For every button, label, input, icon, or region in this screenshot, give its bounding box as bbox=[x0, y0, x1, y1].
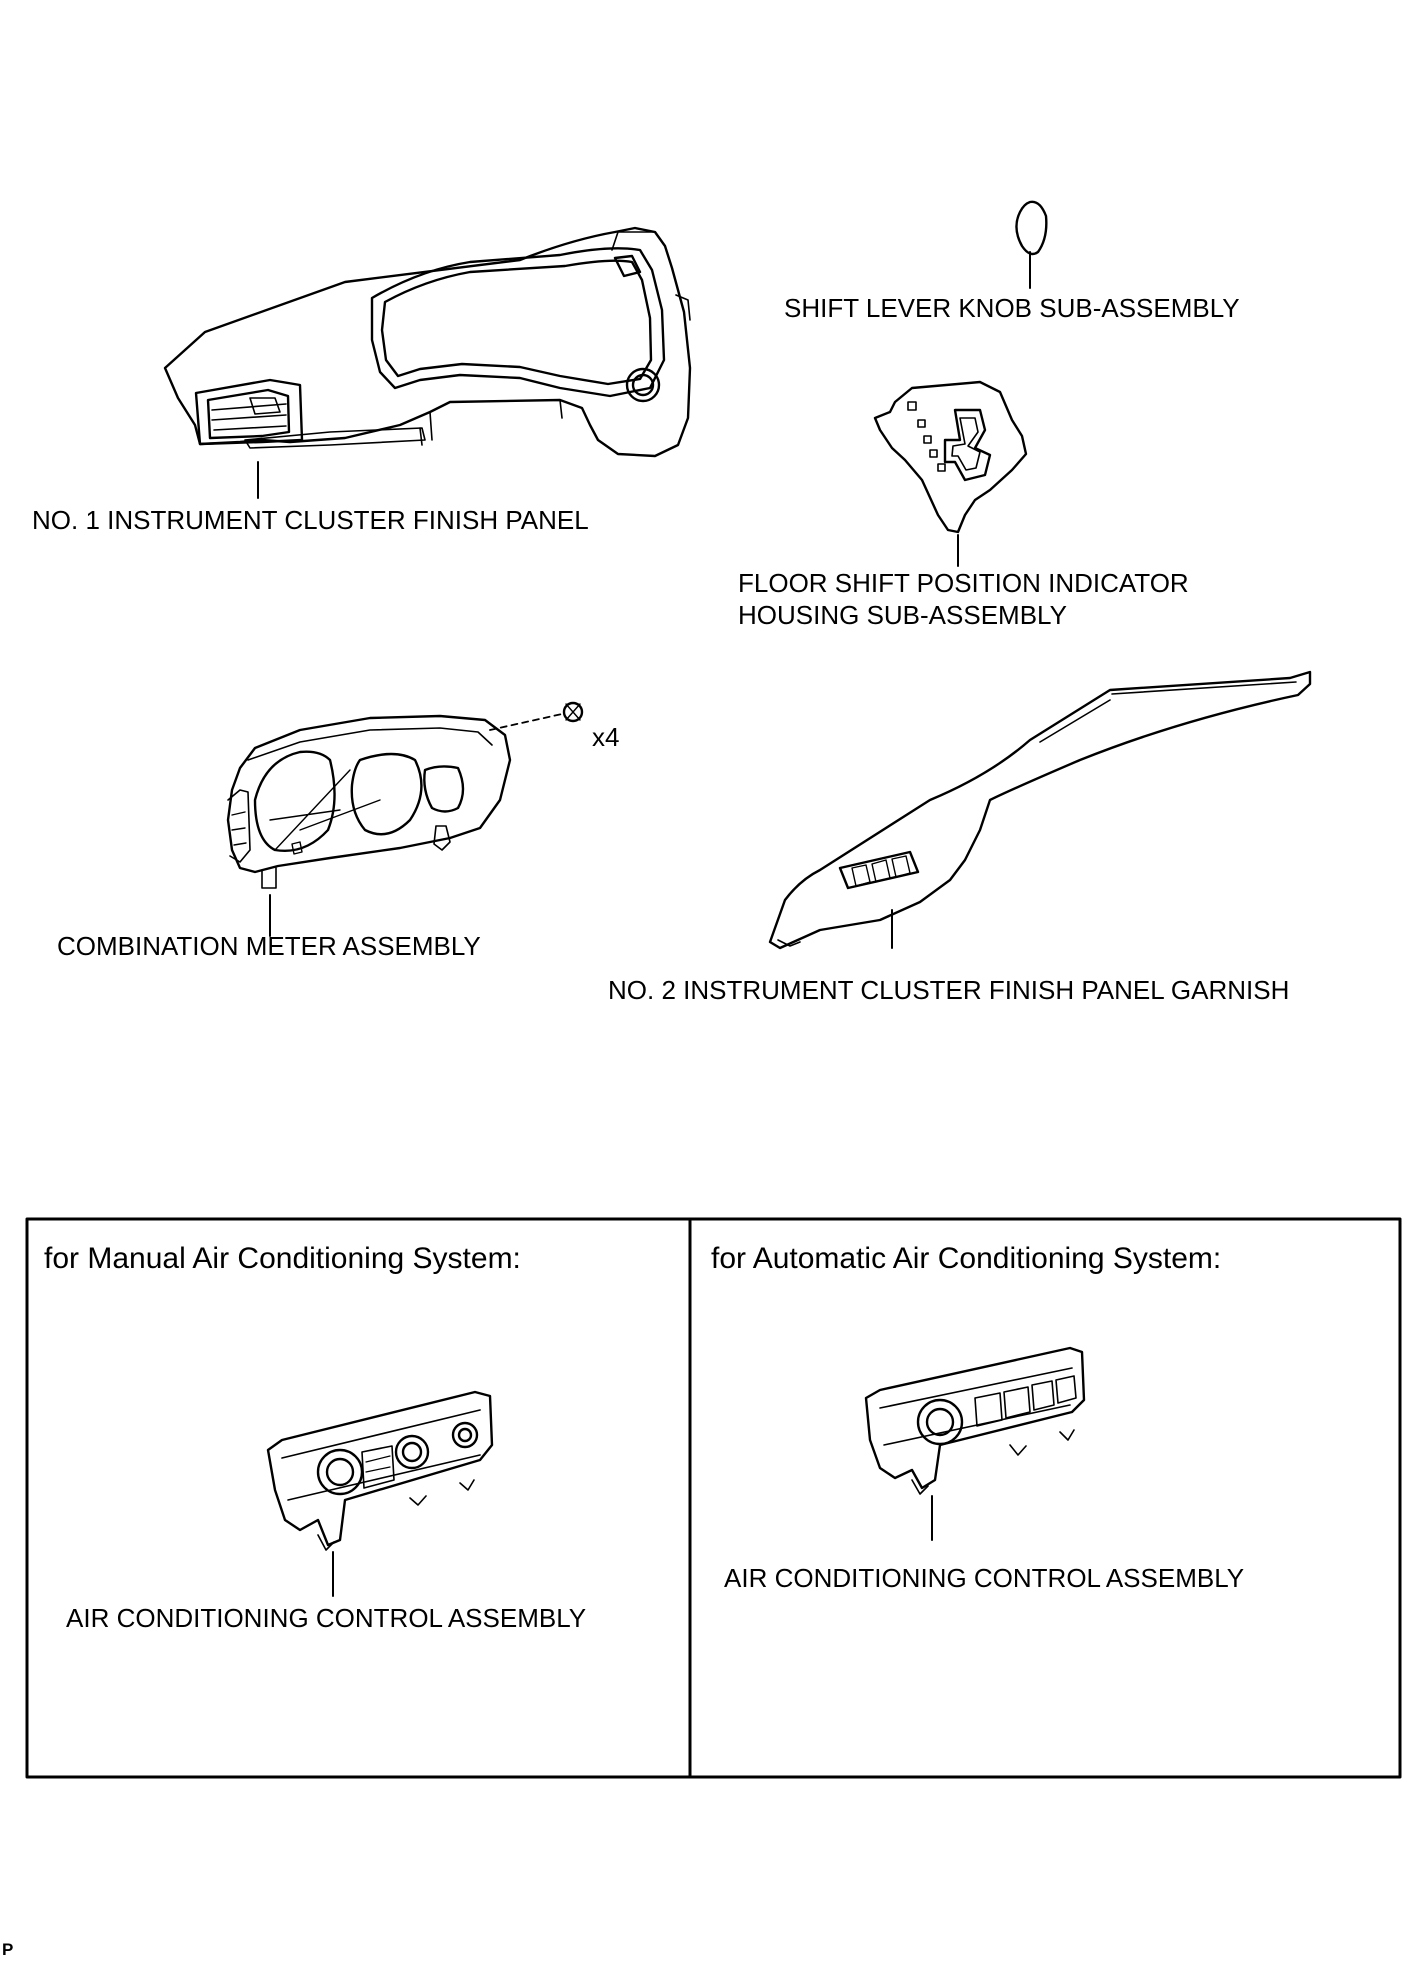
cluster-panel-label: NO. 1 INSTRUMENT CLUSTER FINISH PANEL bbox=[32, 505, 589, 535]
meter-label: COMBINATION METER ASSEMBLY bbox=[57, 931, 481, 961]
auto-ac-control-icon bbox=[864, 1346, 1086, 1541]
manual-ac-part-label: AIR CONDITIONING CONTROL ASSEMBLY bbox=[66, 1603, 587, 1633]
manual-ac-header: for Manual Air Conditioning System: bbox=[44, 1242, 521, 1275]
auto-ac-part-label: AIR CONDITIONING CONTROL ASSEMBLY bbox=[724, 1563, 1245, 1593]
indicator-label-line1: FLOOR SHIFT POSITION INDICATOR bbox=[738, 568, 1189, 598]
screw-icon bbox=[489, 701, 584, 731]
garnish-label: NO. 2 INSTRUMENT CLUSTER FINISH PANEL GA… bbox=[608, 975, 1290, 1005]
cluster-finish-panel-icon bbox=[163, 226, 692, 499]
indicator-housing-icon bbox=[873, 380, 1028, 567]
figure-code: P bbox=[2, 1940, 14, 1959]
variants-box bbox=[25, 1217, 1402, 1779]
shift-knob-icon bbox=[1015, 200, 1048, 289]
auto-ac-header: for Automatic Air Conditioning System: bbox=[711, 1242, 1222, 1275]
shift-knob-label: SHIFT LEVER KNOB SUB-ASSEMBLY bbox=[784, 293, 1240, 323]
screw-quantity-label: x4 bbox=[592, 722, 620, 752]
garnish-icon bbox=[768, 670, 1312, 950]
combination-meter-icon bbox=[226, 714, 512, 937]
manual-ac-control-icon bbox=[266, 1390, 494, 1597]
indicator-label-line2: HOUSING SUB-ASSEMBLY bbox=[738, 600, 1067, 630]
